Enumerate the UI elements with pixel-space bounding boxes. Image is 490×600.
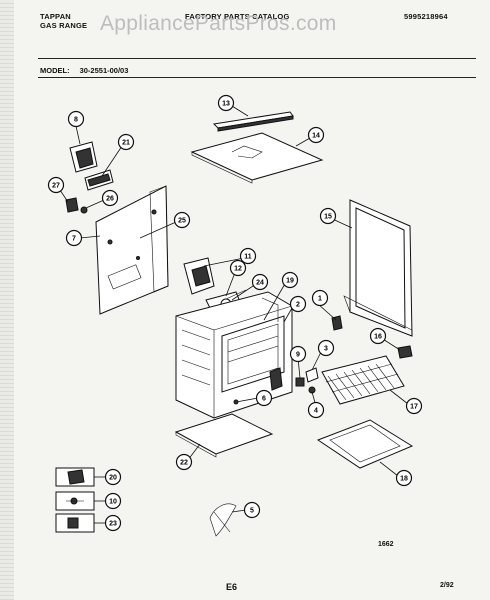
callout-15: 15	[319, 207, 337, 225]
callout-12: 12	[229, 259, 247, 277]
svg-text:18: 18	[400, 476, 408, 483]
part-1-knob	[331, 315, 343, 331]
svg-text:12: 12	[234, 266, 242, 273]
header-rule-bottom	[38, 77, 476, 78]
header-catalog-number: 5995218964	[404, 12, 448, 21]
hardware-bag-20	[55, 467, 95, 487]
callout-3: 3	[317, 339, 335, 357]
drawing-number: 1662	[378, 541, 394, 548]
part-27-clip	[65, 197, 79, 213]
svg-text:23: 23	[109, 521, 117, 528]
part-11-bracket	[183, 257, 215, 295]
part-22-bottom-panel	[174, 413, 274, 458]
part-7-side-panel	[95, 185, 169, 315]
svg-text:10: 10	[109, 499, 117, 506]
page-code: E6	[226, 582, 238, 592]
part-15-door-frame	[343, 199, 413, 337]
svg-text:16: 16	[374, 334, 382, 341]
callout-26: 26	[101, 189, 119, 207]
callout-23: 23	[104, 514, 122, 532]
callout-5: 5	[243, 501, 261, 519]
callout-25: 25	[173, 211, 191, 229]
callout-19: 19	[281, 271, 299, 289]
svg-text:24: 24	[256, 280, 264, 287]
svg-text:9: 9	[296, 352, 300, 359]
part-16-hinge	[397, 345, 413, 359]
svg-text:1: 1	[318, 296, 322, 303]
svg-text:8: 8	[74, 117, 78, 124]
callout-8: 8	[67, 110, 85, 128]
scan-edge-strip	[0, 0, 14, 600]
callout-27: 27	[47, 176, 65, 194]
callout-17: 17	[405, 397, 423, 415]
revision-date: 2/92	[440, 582, 454, 589]
svg-text:19: 19	[286, 278, 294, 285]
hardware-bag-23	[55, 513, 95, 533]
svg-text:27: 27	[52, 183, 60, 190]
callout-7: 7	[65, 229, 83, 247]
svg-text:4: 4	[314, 408, 318, 415]
hardware-bag-10	[55, 491, 95, 511]
callout-4: 4	[307, 401, 325, 419]
svg-text:3: 3	[324, 346, 328, 353]
watermark: AppliancePartsPros.com	[100, 12, 337, 35]
callout-18: 18	[395, 469, 413, 487]
header-rule-top	[38, 58, 476, 59]
svg-text:17: 17	[410, 404, 418, 411]
callout-11: 11	[239, 247, 257, 265]
callout-1: 1	[311, 289, 329, 307]
svg-text:11: 11	[244, 254, 252, 261]
model-label: MODEL:	[40, 66, 70, 75]
svg-text:25: 25	[178, 218, 186, 225]
svg-text:6: 6	[262, 396, 266, 403]
svg-text:26: 26	[106, 196, 114, 203]
part-6-bolt	[233, 397, 259, 405]
part-9-fitting	[295, 377, 305, 387]
callout-13: 13	[217, 94, 235, 112]
header-brand-block: TAPPAN GAS RANGE	[40, 12, 87, 30]
callout-6: 6	[255, 389, 273, 407]
svg-text:22: 22	[180, 460, 188, 467]
part-17-oven-rack	[321, 355, 405, 405]
svg-text:15: 15	[324, 214, 332, 221]
part-21-cover-plate	[84, 169, 114, 191]
svg-text:21: 21	[122, 140, 130, 147]
part-26-screw	[80, 206, 88, 214]
part-3-orifice	[305, 367, 319, 383]
header-catalog-title: FACTORY PARTS CATALOG	[185, 12, 290, 21]
callout-21: 21	[117, 133, 135, 151]
part-5-igniter-spring	[209, 503, 237, 537]
part-13-trim-strip	[212, 111, 294, 132]
callout-24: 24	[251, 273, 269, 291]
callout-16: 16	[369, 327, 387, 345]
callout-14: 14	[307, 126, 325, 144]
callout-2: 2	[289, 295, 307, 313]
model-line: MODEL: 30-2551-00/03	[40, 66, 128, 75]
svg-text:2: 2	[296, 302, 300, 309]
callout-10: 10	[104, 492, 122, 510]
header-brand: TAPPAN	[40, 12, 71, 21]
model-value: 30-2551-00/03	[79, 66, 129, 75]
callout-20: 20	[104, 468, 122, 486]
header-product: GAS RANGE	[40, 21, 88, 30]
svg-text:5: 5	[250, 508, 254, 515]
part-8-burner-box	[69, 141, 98, 173]
callout-9: 9	[289, 345, 307, 363]
svg-text:7: 7	[72, 236, 76, 243]
callout-22: 22	[175, 453, 193, 471]
svg-text:13: 13	[222, 101, 230, 108]
part-18-broiler-pan	[316, 419, 414, 469]
svg-text:20: 20	[109, 475, 117, 482]
svg-text:14: 14	[312, 133, 320, 140]
part-19-oven-liner	[261, 297, 279, 322]
part-14-top-panel	[190, 132, 324, 184]
part-2-oven-body	[175, 291, 293, 419]
